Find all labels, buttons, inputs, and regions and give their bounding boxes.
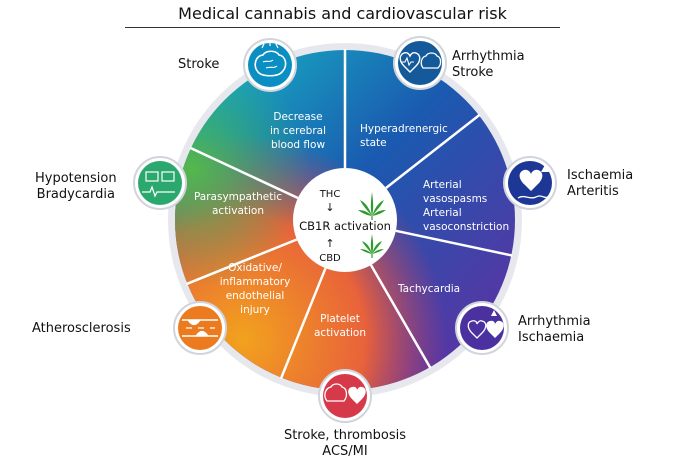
svg-text:activation: activation: [212, 205, 264, 217]
wheel-divider: [185, 238, 298, 286]
heart-icon: [455, 301, 509, 355]
svg-text:Arterial: Arterial: [423, 207, 462, 219]
outcome-line: Hypotension: [35, 171, 117, 186]
svg-text:injury: injury: [240, 304, 270, 316]
svg-text:endothelial: endothelial: [226, 290, 285, 302]
outcome-line: Arrhythmia: [518, 314, 591, 329]
svg-text:inflammatory: inflammatory: [220, 276, 291, 288]
cbd-label: CBD: [319, 253, 341, 264]
heart-pulse-icon: [393, 36, 447, 90]
wheel-dividers: [185, 49, 513, 380]
svg-text:activation: activation: [314, 327, 366, 339]
outcome-line: Arteritis: [567, 184, 619, 199]
svg-text:vasospasms: vasospasms: [423, 193, 487, 205]
outcome-line: Arrhythmia: [452, 49, 525, 64]
cannabis-leaf-icon: [358, 192, 386, 220]
svg-text:Platelet: Platelet: [320, 313, 360, 325]
svg-text:state: state: [360, 137, 387, 149]
svg-text:vasoconstriction: vasoconstriction: [423, 221, 509, 233]
wheel-divider: [189, 146, 299, 200]
outcome-line: Stroke, thrombosis: [283, 428, 407, 443]
thc-label: THC: [319, 189, 341, 200]
brain-heart-icon: [318, 369, 372, 423]
svg-text:Decrease: Decrease: [273, 111, 322, 123]
cannabis-leaf-icon: [360, 234, 384, 258]
outcome-atherosclerosis: Atherosclerosis: [32, 321, 131, 336]
wheel-divider: [385, 113, 481, 189]
outcome-hypotension-bradycardia: Hypotension Bradycardia: [35, 171, 117, 203]
up-arrow: ↑: [325, 237, 334, 250]
wheel-divider: [395, 229, 513, 257]
diagram-title: Medical cannabis and cardiovascular risk: [125, 3, 560, 28]
outcome-line: Ischaemia: [518, 330, 585, 345]
segment-arterial: Arterial vasospasms Arterial vasoconstri…: [423, 179, 509, 233]
heart-vessel-icon: [503, 156, 557, 210]
outcome-line: Stroke: [452, 65, 494, 80]
outcome-stroke-top: Stroke: [178, 57, 220, 72]
svg-text:Oxidative/: Oxidative/: [228, 262, 282, 274]
outcome-line: Bradycardia: [36, 187, 115, 202]
svg-text:in cerebral: in cerebral: [270, 125, 326, 137]
segment-tachycardia: Tachycardia: [397, 283, 460, 295]
down-arrow: ↓: [325, 201, 334, 214]
segment-hyperadrenergic: Hyperadrenergic state: [360, 123, 448, 149]
svg-text:Hyperadrenergic: Hyperadrenergic: [360, 123, 448, 135]
segment-cerebral: Decrease in cerebral blood flow: [270, 111, 326, 151]
outcome-line: Ischaemia: [567, 168, 634, 183]
svg-text:Parasympathetic: Parasympathetic: [194, 191, 282, 203]
ecg-monitor-icon: [133, 156, 187, 210]
artery-plaque-icon: [173, 301, 227, 355]
outcome-ischaemia-arteritis: Ischaemia Arteritis: [567, 168, 633, 200]
segment-parasympathetic: Parasympathetic activation: [194, 191, 282, 217]
outcome-stroke-thrombosis: Stroke, thrombosis ACS/MI: [265, 428, 425, 460]
segment-platelet: Platelet activation: [314, 313, 366, 339]
brain-icon: [243, 38, 297, 92]
outcome-arrhythmia-stroke: Arrhythmia Stroke: [452, 49, 525, 81]
outcome-line: ACS/MI: [322, 444, 368, 459]
svg-text:Arterial: Arterial: [423, 179, 462, 191]
cb1r-label: CB1R activation: [299, 219, 391, 233]
outcome-arrhythmia-ischaemia: Arrhythmia Ischaemia: [518, 314, 591, 346]
wheel-divider: [369, 264, 432, 369]
wheel-divider: [279, 267, 327, 380]
svg-text:Tachycardia: Tachycardia: [397, 283, 460, 295]
segment-oxidative: Oxidative/ inflammatory endothelial inju…: [220, 262, 291, 316]
svg-text:blood flow: blood flow: [271, 139, 325, 151]
